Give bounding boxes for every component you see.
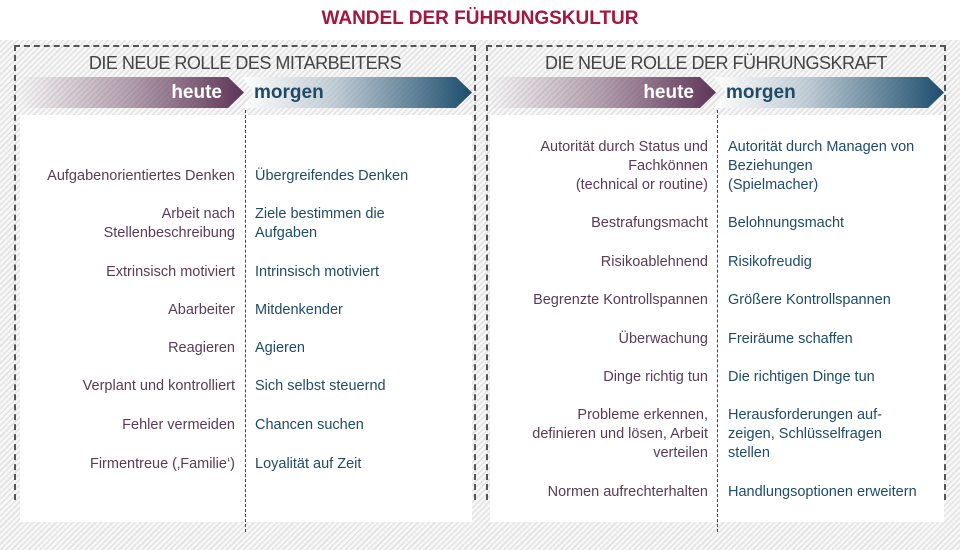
right-panel-title: DIE NEUE ROLLE DER FÜHRUNGSKRAFT [544, 53, 888, 73]
right-heute-item: Dinge richtig tun [603, 368, 708, 385]
right-heute-item: Risikoablehnend [600, 253, 708, 270]
right-heute-item: Probleme erkennen, definieren und lösen,… [532, 406, 708, 461]
left-heute-item: Abarbeiter [168, 301, 235, 318]
left-morgen-item: Loyalität auf Zeit [255, 455, 362, 472]
left-heute-arrow: heute [20, 77, 244, 108]
left-morgen-item: Sich selbst steuernd [255, 377, 386, 394]
right-heute-item: Bestrafungsmacht [591, 214, 708, 231]
left-heute-item: Arbeit nach Stellenbeschreibung [103, 206, 235, 241]
right-morgen-item: Autorität durch Managen von Beziehungen … [728, 138, 915, 193]
left-heute-item: Verplant und kontrolliert [82, 377, 235, 394]
right-heute-item: Autorität durch Status und Fachkönnen (t… [540, 138, 708, 193]
left-heute-item: Aufgabenorientiertes Denken [47, 167, 235, 184]
right-morgen-item: Freiräume schaffen [728, 330, 853, 347]
left-panel-title: DIE NEUE ROLLE DES MITARBEITERS [88, 53, 402, 73]
right-morgen-item: Größere Kontrollspannen [728, 291, 891, 308]
right-panel: DIE NEUE ROLLE DER FÜHRUNGSKRAFT [486, 45, 946, 500]
left-divider [245, 110, 246, 532]
left-heute-item: Reagieren [168, 339, 235, 356]
left-heute-item: Extrinsisch motiviert [106, 263, 235, 280]
right-heute-item: Begrenzte Kontrollspannen [533, 291, 708, 308]
left-morgen-item: Chancen suchen [255, 416, 364, 433]
left-morgen-item: Intrinsisch motiviert [255, 263, 380, 280]
left-heute-item: Firmentreue (‚Familie‘) [89, 455, 235, 472]
left-content-area [20, 115, 472, 522]
left-morgen-item: Ziele bestimmen die Aufgaben [255, 206, 385, 241]
right-morgen-item: Belohnungsmacht [728, 214, 845, 231]
right-morgen-item: Die richtigen Dinge tun [728, 368, 875, 385]
right-morgen-item: Risikofreudig [728, 253, 812, 270]
left-morgen-arrow: morgen [242, 77, 472, 108]
right-heute-item: Überwachung [618, 330, 708, 347]
right-morgen-arrow: morgen [714, 77, 944, 108]
right-divider [717, 110, 718, 532]
left-heute-item: Fehler vermeiden [122, 416, 235, 433]
left-morgen-item: Mitdenkender [255, 301, 343, 318]
page-title: WANDEL DER FÜHRUNGSKULTUR [321, 8, 639, 29]
right-morgen-item: Handlungsoptionen erweitern [728, 483, 917, 500]
right-morgen-item: Herausforderungen auf- zeigen, Schlüssel… [728, 406, 882, 461]
left-morgen-item: Übergreifendes Denken [255, 167, 409, 184]
right-heute-arrow: heute [490, 77, 716, 108]
right-heute-item: Normen aufrechterhalten [547, 483, 708, 500]
left-morgen-item: Agieren [255, 339, 305, 356]
left-panel: DIE NEUE ROLLE DES MITARBEITERS [14, 45, 476, 500]
